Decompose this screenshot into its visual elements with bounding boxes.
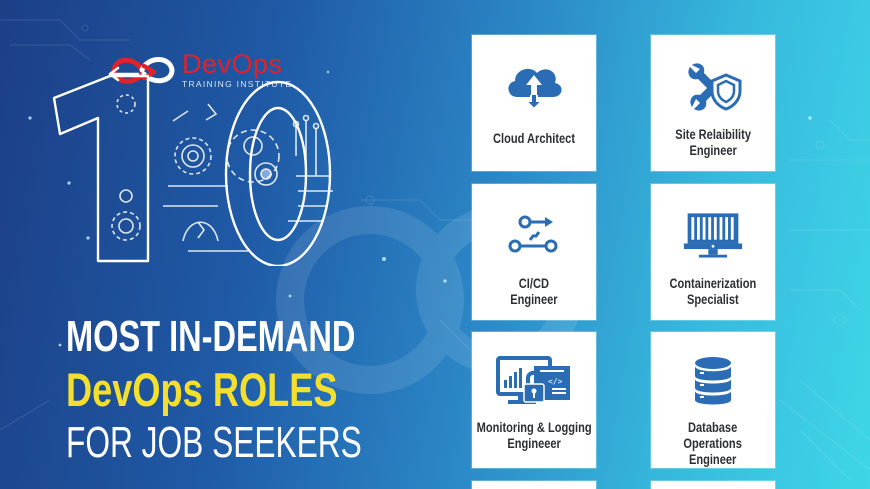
- role-card-cicd-engineer: CI/CD Engineer: [472, 184, 596, 320]
- svg-text:</>: </>: [548, 377, 563, 386]
- headline-line-3: FOR JOB SEEKERS: [66, 418, 362, 467]
- gears-circuit-outline-icon: [52, 74, 333, 266]
- headline-line-1: MOST IN-DEMAND: [66, 312, 356, 361]
- headline: MOST IN-DEMAND DevOps ROLES FOR JOB SEEK…: [66, 312, 466, 468]
- pipeline-flow-icon: [503, 206, 565, 264]
- container-monitor-icon: [682, 206, 744, 264]
- card-label: Database Operations Engineer: [683, 420, 743, 467]
- card-label: Cloud Architect: [492, 131, 575, 146]
- card-label: Containerization Specialist: [669, 276, 757, 307]
- wrench-shield-icon: [682, 57, 744, 115]
- role-card-database-operations-engineer: Database Operations Engineer: [651, 332, 775, 468]
- cloud-upload-download-icon: [503, 57, 565, 115]
- role-card-site-reliability-engineer: Site Relaibility Engineer: [651, 35, 775, 171]
- role-card-8-partial: [651, 481, 775, 489]
- role-card-containerization-specialist: Containerization Specialist: [651, 184, 775, 320]
- card-label: Site Relaibility Engineer: [675, 127, 751, 158]
- logo-subtitle: TRAINING INSTITUTE: [182, 79, 293, 89]
- headline-line-2: DevOps ROLES: [66, 363, 338, 416]
- monitor-lock-code-icon: </>: [494, 354, 574, 412]
- logo-title: DevOps: [182, 49, 283, 79]
- role-card-cloud-architect: Cloud Architect: [472, 35, 596, 171]
- database-stack-icon: [682, 352, 744, 410]
- card-label: CI/CD Engineer: [510, 276, 558, 307]
- role-card-monitoring-logging-engineer: </> Monitoring & Logging Engineeer: [472, 332, 596, 468]
- role-card-7-partial: [472, 481, 596, 489]
- card-label: Monitoring & Logging Engineeer: [476, 420, 592, 451]
